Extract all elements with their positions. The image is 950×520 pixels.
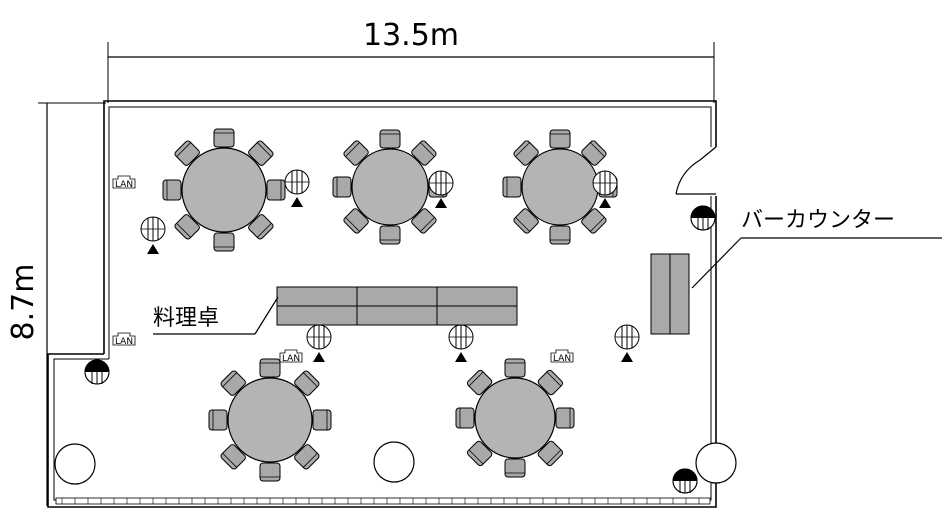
spotlight-icon	[448, 324, 474, 362]
floor-outlets	[84, 205, 716, 494]
round-table	[332, 129, 448, 245]
lan-port-icon: LAN	[112, 332, 136, 347]
chair	[466, 440, 493, 467]
window-band	[55, 497, 711, 505]
pillar-icon	[695, 442, 737, 484]
door	[675, 146, 717, 195]
table-top	[351, 148, 429, 226]
floor-outlet-icon	[690, 205, 716, 231]
chair	[220, 444, 246, 470]
chair	[174, 214, 200, 240]
chair	[411, 208, 437, 234]
spotlight-icon	[428, 170, 454, 208]
spotlight-icon	[614, 324, 640, 362]
chair	[294, 444, 320, 470]
chair	[162, 179, 182, 201]
chair	[220, 370, 246, 396]
chair	[513, 140, 539, 166]
lan-label: LAN	[115, 180, 133, 190]
label-leaders	[153, 237, 942, 335]
table-top	[181, 147, 267, 233]
lan-port-icon: LAN	[279, 349, 303, 364]
round-tables	[162, 128, 618, 482]
chair	[248, 140, 274, 166]
chair	[259, 462, 281, 482]
spotlight-icon	[592, 170, 618, 208]
bar-counter	[650, 253, 690, 335]
lan-port-icon: LAN	[112, 175, 136, 190]
food-table	[276, 286, 518, 326]
chair	[504, 458, 526, 478]
chair	[466, 369, 493, 396]
chair	[555, 407, 575, 429]
height-dimension: 8.7m	[6, 102, 106, 506]
room-walls	[47, 100, 717, 508]
table-top	[474, 377, 556, 459]
chair	[248, 214, 274, 240]
height-dimension-label: 8.7m	[6, 264, 41, 341]
chair	[208, 409, 228, 431]
round-table	[455, 358, 575, 478]
chair	[312, 409, 332, 431]
spotlight-icon	[306, 324, 332, 362]
chair	[213, 128, 235, 148]
lan-port-icon: LAN	[550, 349, 574, 364]
chair	[174, 140, 200, 166]
width-dimension: 13.5m	[107, 18, 715, 103]
chair	[294, 370, 320, 396]
chair	[502, 176, 522, 198]
lan-label: LAN	[115, 337, 133, 347]
round-table	[162, 128, 286, 252]
chair	[513, 208, 539, 234]
chair	[379, 225, 401, 245]
lan-label: LAN	[282, 354, 300, 364]
width-dimension-label: 13.5m	[363, 18, 459, 53]
chair	[411, 140, 437, 166]
pillar-icon	[373, 441, 415, 483]
chair	[537, 440, 564, 467]
spotlight-icon	[284, 169, 310, 207]
chair	[537, 369, 564, 396]
chair	[259, 358, 281, 378]
chair	[581, 140, 607, 166]
chair	[504, 358, 526, 378]
table-top	[521, 148, 599, 226]
spotlight-icon	[140, 216, 166, 254]
chair	[266, 179, 286, 201]
chair	[379, 129, 401, 149]
spotlights	[140, 169, 640, 362]
lan-label: LAN	[553, 354, 571, 364]
floor-outlet-icon	[672, 468, 698, 494]
chair	[343, 208, 369, 234]
floor-outlet-icon	[84, 359, 110, 385]
food-table-label: 料理卓	[153, 306, 219, 331]
chair	[343, 140, 369, 166]
pillar-icon	[54, 443, 96, 485]
round-table	[208, 358, 332, 482]
chair	[581, 208, 607, 234]
chair	[549, 129, 571, 149]
chair	[549, 225, 571, 245]
table-top	[227, 377, 313, 463]
chair	[332, 176, 352, 198]
pillars	[54, 441, 737, 485]
chair	[213, 232, 235, 252]
bar-counter-label: バーカウンター	[741, 208, 895, 233]
chair	[455, 407, 475, 429]
lan-ports: LAN LAN LAN LAN	[112, 175, 574, 364]
